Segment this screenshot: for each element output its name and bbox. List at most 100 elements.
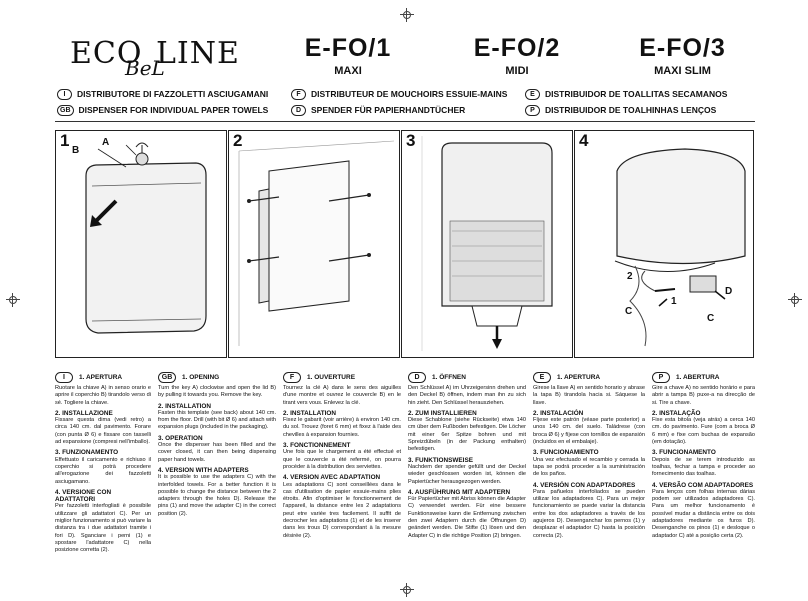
lang-title-text: DISTRIBUTORE DI FAZZOLETTI ASCIUGAMANI [77,89,269,99]
section-3-title: 3. FUNCIONAMENTO [652,449,716,457]
model-2-name: MIDI [505,65,529,77]
section-3-text: Once the dispenser has been filled and t… [158,442,276,463]
lang-title-d: D SPENDER FÜR PAPIERHANDTÜCHER [291,104,465,116]
figure-number: 3 [406,131,416,150]
model-1-code: E-FO/1 [304,34,392,62]
section-1-text: Turn the key A) clockwise and open the l… [158,385,276,399]
callout-d: D [725,286,733,297]
section-1-title: 1. ABERTURA [676,373,720,381]
adapter-illustration [614,148,746,347]
lang-title-text: DISTRIBUTEUR DE MOUCHOIRS ESSUIE-MAINS [311,89,508,99]
callout-a: A [102,137,110,148]
section-1-text: Ruotare la chiave A) in senso orario e a… [55,385,151,406]
divider-top [55,121,755,122]
section-2-title: 2. INSTALAÇÃO [652,409,701,417]
section-3-title: 3. FUNCIONAMIENTO [533,449,599,457]
section-2-title: 2. ZUM INSTALLIEREN [408,409,477,417]
section-2-title: 2. INSTALLATION [283,409,337,417]
lang-title-f: F DISTRIBUTEUR DE MOUCHOIRS ESSUIE-MAINS [291,88,507,100]
lang-badge: F [291,88,306,100]
model-2: E-FO/2 MIDI [462,34,572,77]
lang-badge: GB [57,104,74,116]
model-1-name: MAXI [334,65,362,77]
lang-badge: I [57,88,72,100]
model-3-code: E-FO/3 [639,34,726,62]
section-3-title: 3. OPERATION [158,434,203,442]
callout-2: 2 [627,271,633,282]
crop-mark-left [6,293,20,307]
callout-b: B [72,145,80,156]
section-1-text: Tournez la clé A) dans le sens des aigui… [283,385,401,406]
lang-badge: D [408,372,426,383]
model-1: E-FO/1 MAXI [298,34,398,77]
dispenser-illustration-3 [421,136,553,351]
section-4-text: Per fazzoletti interfogliati è possibile… [55,503,151,554]
lang-title-text: DISTRIBUIDOR DE TOALHINHAS LENÇOS [545,105,717,115]
section-4-title: 4. VERSÃO COM ADAPTADORES [652,481,754,489]
instructions-e: E 1. APERTURA Girese la llave A) en senti… [533,372,645,540]
section-1-title: 1. APERTURA [557,373,601,381]
callout-1: 1 [671,296,677,307]
section-4-text: Für Papiertücher mit Abriss können die A… [408,496,526,539]
crop-mark-top [400,8,414,22]
lang-badge: E [525,88,540,100]
figure-panel-1: 1 B A [55,130,227,358]
section-3-text: Una vez efectuado el recambio y cerrada … [533,456,645,478]
lang-badge: F [283,372,301,383]
section-2-text: Fíjese este patrón (véase parte posterio… [533,417,645,446]
brand-logo-bel: BeL [125,56,165,80]
instructions-d: D 1. ÖFFNEN Den Schlüssel A) im Uhrzeiger… [408,372,526,540]
lang-badge: P [652,372,670,383]
callout-c-left: C [625,306,633,317]
section-1-title: 1. OUVERTURE [307,373,356,381]
section-3-text: Une fois que le chargement a été effectu… [283,449,401,470]
section-1-title: 1. OPENING [182,373,220,381]
section-4-text: Para lenços com folhas internas dárias p… [652,488,755,539]
wall-mount-illustration [238,140,395,346]
section-4-title: 4. VERSIÓN CON ADAPTADORES [533,481,636,489]
section-1-text: Girese la llave A) en sentido horario y … [533,385,645,406]
section-3-text: Effettuato il caricamento e richiuso il … [55,456,151,485]
lang-badge: E [533,372,551,383]
dispenser-illustration-1 [85,142,207,334]
lang-title-text: DISTRIBUIDOR DE TOALLITAS SECAMANOS [545,89,728,99]
section-4-text: Para pañuelos interfoliados se pueden ut… [533,488,645,539]
figure-number: 4 [579,131,589,150]
section-4-text: It is possible to use the adapters C) wi… [158,474,276,517]
model-2-code: E-FO/2 [473,34,561,62]
section-4-title: 4. VERSION WITH ADAPTERS [158,466,249,474]
brand-logo: ECO LINE BeL [70,34,239,82]
section-2-title: 2. INSTALACIÓN [533,409,584,417]
model-3: E-FO/3 MAXI SLIM [625,34,740,77]
section-3-text: Nachdem der spender gefüllt und der Deck… [408,463,526,485]
section-2-title: 2. INSTALLAZIONE [55,409,113,417]
section-1-text: Den Schlüssel A) im Uhrzeigersinn drehen… [408,385,526,406]
section-3-text: Depois de se terem introduzido as toalha… [652,456,755,478]
section-2-text: Diese Schablone (siehe Rückseite) etwa 1… [408,417,526,453]
figure-number: 1 [60,131,70,150]
lang-title-e: E DISTRIBUIDOR DE TOALLITAS SECAMANOS [525,88,727,100]
section-3-title: 3. FUNKTIONSWEISE [408,456,473,464]
figure-number: 2 [233,131,243,150]
section-2-text: Fixe esta bitola (veja atrás) a cerca 14… [652,417,755,446]
section-3-title: 3. FONCTIONNEMENT [283,442,351,450]
lang-title-i: I DISTRIBUTORE DI FAZZOLETTI ASCIUGAMANI [57,88,268,100]
section-4-title: 4. VERSIONE CON ADATTATORI [55,488,112,504]
model-3-name: MAXI SLIM [654,65,711,77]
lang-badge: P [525,104,540,116]
crop-mark-right [788,293,802,307]
lang-title-text: DISPENSER FOR INDIVIDUAL PAPER TOWELS [78,105,269,115]
section-1-title: 1. ÖFFNEN [432,373,466,381]
instructions-f: F 1. OUVERTURE Tournez la clé A) dans le … [283,372,401,540]
section-2-text: Fixez le gabarit (voir arrière) à enviro… [283,417,401,438]
lang-title-text: SPENDER FÜR PAPIERHANDTÜCHER [311,105,466,115]
lang-badge: D [291,104,306,116]
section-4-text: Les adaptations C) sont conseillées dans… [283,481,401,539]
brand-logo-line: LINE [156,36,240,71]
section-1-text: Gire a chave A) no sentido horário e par… [652,385,755,406]
figure-panel-2: 2 [228,130,400,358]
callout-c-right: C [707,313,715,324]
section-2-text: Fasten this template (see back) about 14… [158,409,276,431]
figure-panel-4: 4 2 1 C C D [574,130,754,358]
